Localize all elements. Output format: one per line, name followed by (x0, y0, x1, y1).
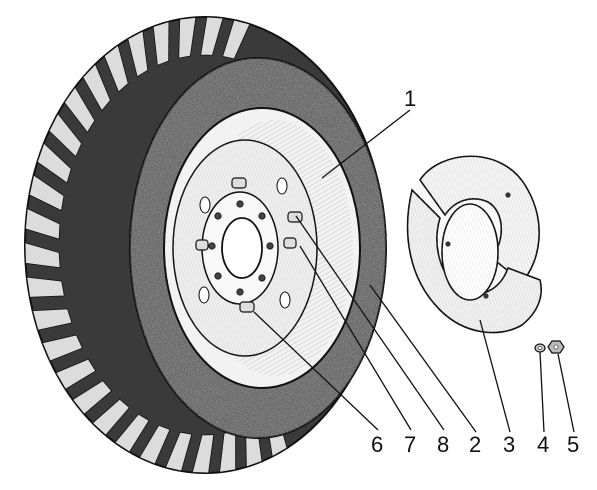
counterweight-texture (407, 156, 542, 333)
tread-lug (24, 242, 61, 269)
tread-lug (92, 398, 130, 436)
tread-lug (127, 30, 149, 78)
leader-2 (369, 284, 477, 433)
tread-lug (63, 86, 96, 134)
tread-lug (103, 44, 129, 93)
tread-lug (152, 21, 170, 66)
tread-lug (36, 142, 72, 184)
tread-lug (28, 174, 65, 212)
leader-5 (557, 353, 575, 433)
tread-lug (26, 276, 65, 298)
callout-6: 6 (371, 432, 383, 457)
hub-bore (221, 217, 263, 279)
disc-bolts (195, 177, 303, 313)
callout-labels: 1 2 3 4 5 6 7 8 (371, 86, 579, 457)
tread-lug (25, 207, 61, 240)
tread-lug (55, 358, 97, 390)
callout-5: 5 (567, 432, 579, 457)
tread-lug (200, 16, 224, 56)
leader-3 (479, 319, 511, 433)
callout-8: 8 (437, 432, 449, 457)
tread-lug (222, 19, 251, 60)
tread-lug (82, 63, 111, 112)
tread-lug (72, 380, 113, 415)
washer-item-4 (534, 343, 546, 353)
leader-7 (299, 245, 412, 431)
leader-lines (253, 109, 575, 433)
callout-1: 1 (404, 86, 416, 111)
tread-lug (138, 424, 171, 465)
tread-lug (114, 413, 150, 453)
nut-item-5 (547, 340, 565, 354)
tread-lug (164, 431, 193, 472)
leader-1 (321, 109, 411, 179)
wheel-rim (163, 107, 361, 389)
tread-lug (191, 434, 215, 474)
tread-lug (48, 112, 83, 158)
leader-4 (539, 351, 545, 433)
leader-8 (295, 215, 445, 431)
disc-holes (198, 177, 291, 309)
tread-lug (32, 308, 73, 331)
hub-nuts (208, 200, 274, 296)
callout-3: 3 (503, 432, 515, 457)
tread-lugs (24, 16, 288, 474)
callout-4: 4 (537, 432, 549, 457)
leader-6 (253, 311, 379, 431)
counterweight-bolt-holes (445, 192, 511, 299)
tread-lug (41, 334, 83, 362)
counterweight (406, 155, 542, 334)
callout-7: 7 (404, 432, 416, 457)
callout-2: 2 (469, 432, 481, 457)
tread-lug (178, 16, 197, 59)
